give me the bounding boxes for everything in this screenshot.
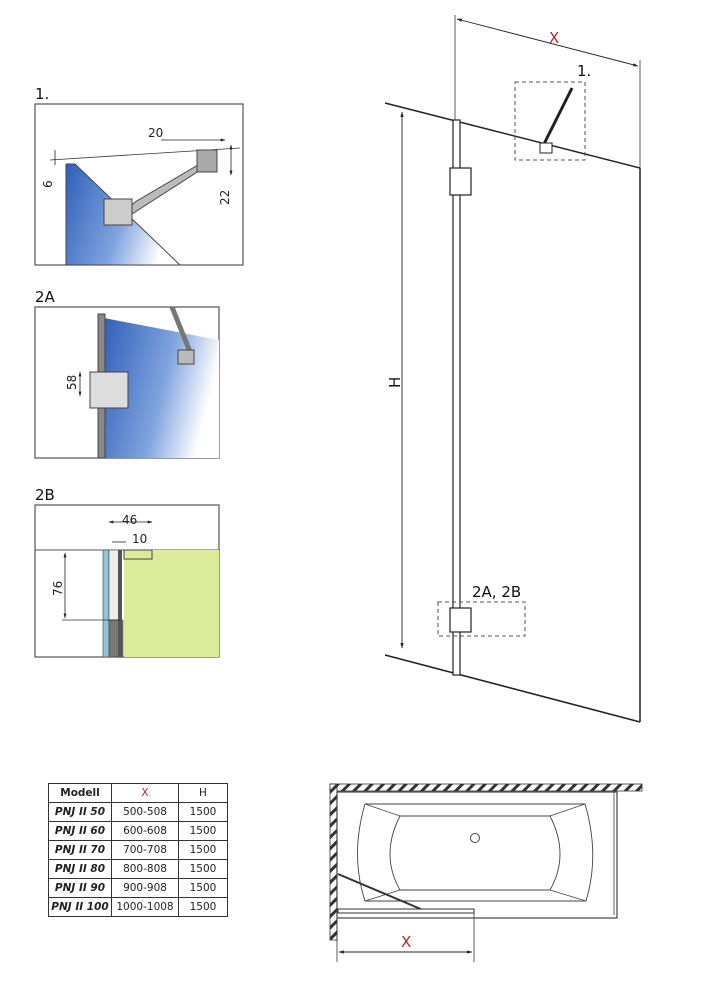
table-header-row: Modell X H: [48, 783, 228, 803]
dim-46: 46: [122, 513, 137, 527]
cell-h: 1500: [178, 897, 228, 917]
dim-22: 22: [218, 190, 232, 205]
dim-6: 6: [41, 180, 55, 188]
detail-2a: 2A 58: [34, 288, 220, 459]
cell-h: 1500: [178, 802, 228, 822]
cell-x: 500-508: [111, 802, 179, 822]
dim-58: 58: [65, 375, 79, 390]
cell-model: PNJ II 80: [48, 859, 112, 879]
callout-2a-2b: 2A, 2B: [472, 583, 521, 601]
cell-x: 900-908: [111, 878, 179, 898]
header-h: H: [178, 783, 228, 803]
header-x: X: [111, 783, 179, 803]
detail-1: 1. 20 22 6: [34, 85, 244, 266]
cell-model: PNJ II 70: [48, 840, 112, 860]
dim-x-plan: X: [401, 933, 411, 951]
cell-h: 1500: [178, 821, 228, 841]
cell-x: 800-808: [111, 859, 179, 879]
cell-x: 600-608: [111, 821, 179, 841]
detail-1-label: 1.: [35, 85, 49, 103]
cell-model: PNJ II 100: [48, 897, 112, 917]
cell-model: PNJ II 50: [48, 802, 112, 822]
cell-h: 1500: [178, 878, 228, 898]
cell-h: 1500: [178, 840, 228, 860]
detail-2a-label: 2A: [35, 288, 56, 306]
detail-2b: 2B 46 10 76: [34, 486, 220, 658]
main-elevation: 1. 2A, 2B X H: [384, 15, 641, 723]
cell-x: 1000-1008: [111, 897, 179, 917]
cell-model: PNJ II 60: [48, 821, 112, 841]
header-modell: Modell: [48, 783, 112, 803]
cell-h: 1500: [178, 859, 228, 879]
dim-20: 20: [148, 126, 163, 140]
cell-x: 700-708: [111, 840, 179, 860]
cell-model: PNJ II 90: [48, 878, 112, 898]
callout-1: 1.: [577, 62, 591, 80]
dim-h-main: H: [386, 377, 404, 388]
dim-x-main: X: [549, 29, 559, 47]
dim-10: 10: [132, 532, 147, 546]
detail-2b-label: 2B: [35, 486, 55, 504]
dim-76: 76: [51, 581, 65, 596]
plan-view: X: [329, 783, 643, 962]
